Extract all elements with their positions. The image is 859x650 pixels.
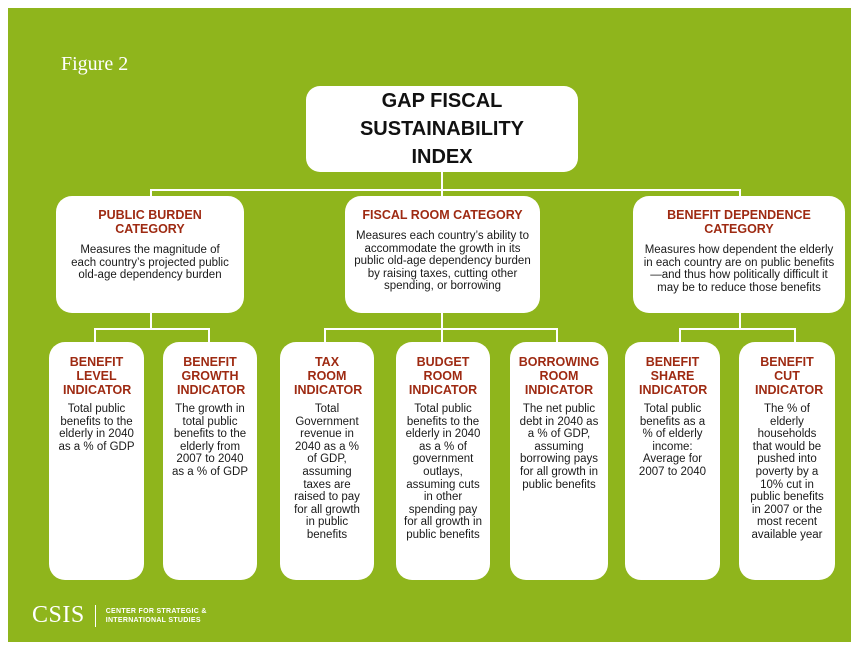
connector-ind1-up xyxy=(94,328,96,342)
connector-ind7-up xyxy=(794,328,796,342)
connector-ind4-up xyxy=(441,328,443,342)
category-desc: Measures how dependent the elderly in ea… xyxy=(643,244,835,294)
indicator-title: BENEFIT CUT INDICATOR xyxy=(755,355,824,397)
root-node: GAP FISCAL SUSTAINABILITY INDEX xyxy=(306,86,578,172)
connector-cat1-bar xyxy=(94,328,210,330)
indicator-title: TAX ROOM INDICATOR xyxy=(294,355,363,397)
category-title: FISCAL ROOM CATEGORY xyxy=(362,208,523,222)
indicator-desc: The net public debt in 2040 as a % of GD… xyxy=(519,403,599,491)
org-name-line-1: CENTER FOR STRATEGIC & xyxy=(105,607,207,615)
category-fiscal-room: FISCAL ROOM CATEGORY Measures each count… xyxy=(345,196,540,313)
slide: Figure 2 GAP FISCAL SUSTAINABILITY INDEX… xyxy=(8,8,851,642)
csis-logo: CSIS xyxy=(32,602,85,628)
indicator-borrowing-room: BORROWING ROOM INDICATOR The net public … xyxy=(510,342,608,580)
connector-ind6-up xyxy=(679,328,681,342)
indicator-title: BENEFIT LEVEL INDICATOR xyxy=(63,355,132,397)
category-public-burden: PUBLIC BURDEN CATEGORY Measures the magn… xyxy=(56,196,244,313)
indicator-desc: Total public benefits to the elderly in … xyxy=(404,403,482,541)
indicator-desc: Total Government revenue in 2040 as a % … xyxy=(294,403,360,541)
indicator-title: BUDGET ROOM INDICATOR xyxy=(408,355,478,397)
footer-logo: CSIS CENTER FOR STRATEGIC & INTERNATIONA… xyxy=(32,602,207,629)
org-name: CENTER FOR STRATEGIC & INTERNATIONAL STU… xyxy=(106,607,207,625)
indicator-benefit-share: BENEFIT SHARE INDICATOR Total public ben… xyxy=(625,342,720,580)
indicator-benefit-growth: BENEFIT GROWTH INDICATOR The growth in t… xyxy=(163,342,257,580)
figure-label: Figure 2 xyxy=(61,53,129,75)
root-title: GAP FISCAL SUSTAINABILITY INDEX xyxy=(359,90,525,168)
indicator-desc: The % of elderly households that would b… xyxy=(750,403,824,541)
connector-top-bar xyxy=(150,189,741,191)
indicator-budget-room: BUDGET ROOM INDICATOR Total public benef… xyxy=(396,342,490,580)
connector-cat2-down xyxy=(441,313,443,329)
org-name-line-2: INTERNATIONAL STUDIES xyxy=(105,616,201,624)
category-title: PUBLIC BURDEN CATEGORY xyxy=(98,208,202,236)
indicator-benefit-cut: BENEFIT CUT INDICATOR The % of elderly h… xyxy=(739,342,835,580)
category-title: BENEFIT DEPENDENCE CATEGORY xyxy=(667,208,811,236)
indicator-desc: The growth in total public benefits to t… xyxy=(171,403,249,478)
indicator-title: BORROWING ROOM INDICATOR xyxy=(518,355,600,397)
indicator-benefit-level: BENEFIT LEVEL INDICATOR Total public ben… xyxy=(49,342,144,580)
connector-cat1-down xyxy=(150,313,152,329)
connector-cat3-bar xyxy=(679,328,796,330)
indicator-title: BENEFIT SHARE INDICATOR xyxy=(639,355,708,397)
category-benefit-dependence: BENEFIT DEPENDENCE CATEGORY Measures how… xyxy=(633,196,845,313)
connector-ind2-up xyxy=(208,328,210,342)
indicator-title: BENEFIT GROWTH INDICATOR xyxy=(177,355,246,397)
category-desc: Measures the magnitude of each country’s… xyxy=(71,244,229,282)
category-desc: Measures each country’s ability to accom… xyxy=(354,230,531,293)
footer-divider xyxy=(94,604,96,627)
indicator-desc: Total public benefits as a % of elderly … xyxy=(638,403,707,478)
connector-ind3-up xyxy=(324,328,326,342)
connector-root-down xyxy=(441,172,443,190)
connector-ind5-up xyxy=(556,328,558,342)
indicator-desc: Total public benefits to the elderly in … xyxy=(58,403,135,453)
connector-cat3-down xyxy=(739,313,741,329)
indicator-tax-room: TAX ROOM INDICATOR Total Government reve… xyxy=(280,342,374,580)
